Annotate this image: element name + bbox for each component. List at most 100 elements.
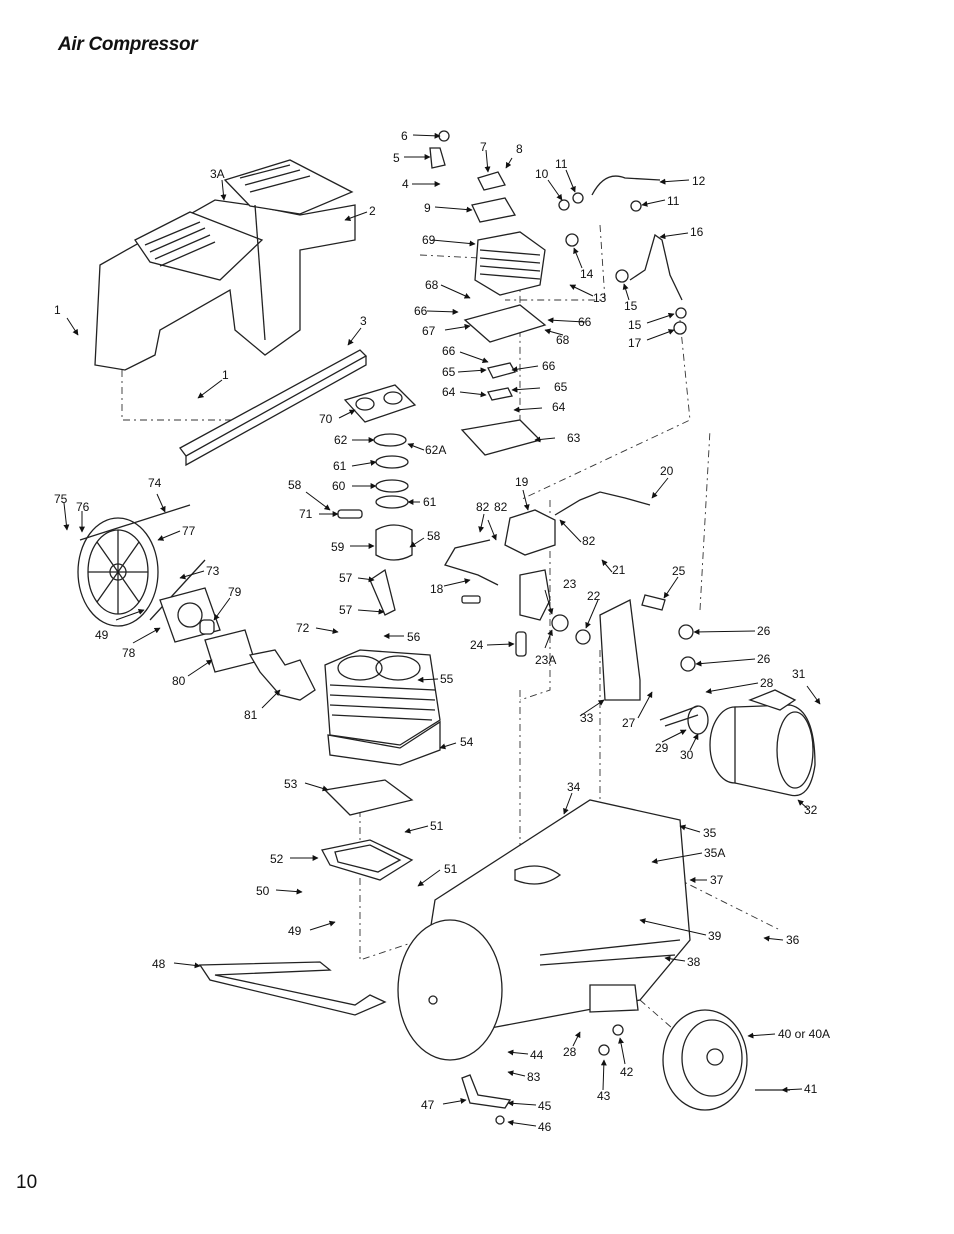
callout-68b: 68 <box>556 333 570 347</box>
callout-62: 62 <box>334 433 348 447</box>
callout-2: 2 <box>369 204 376 218</box>
callout-56: 56 <box>407 630 421 644</box>
crankcase-base <box>321 779 414 881</box>
callout-13: 13 <box>593 291 607 305</box>
callout-21: 21 <box>612 563 626 577</box>
callout-28a: 28 <box>760 676 774 690</box>
callout-76: 76 <box>76 500 90 514</box>
callout-62a: 62A <box>425 443 446 457</box>
callout-35: 35 <box>703 826 717 840</box>
callout-36: 36 <box>786 933 800 947</box>
callout-47: 47 <box>421 1098 435 1112</box>
callout-39: 39 <box>708 929 722 943</box>
callout-82a: 82 <box>476 500 490 514</box>
callout-16: 16 <box>690 225 704 239</box>
handle <box>198 961 387 1016</box>
page-number: 10 <box>16 1172 38 1193</box>
callout-1b: 1 <box>222 368 229 382</box>
callout-55: 55 <box>440 672 454 686</box>
callout-23a: 23A <box>535 653 556 667</box>
callout-19: 19 <box>515 475 529 489</box>
callout-32: 32 <box>804 803 818 817</box>
callout-72: 72 <box>296 621 310 635</box>
callout-24: 24 <box>470 638 484 652</box>
crankshaft <box>248 649 316 701</box>
leader-lines <box>63 132 821 1127</box>
callout-69: 69 <box>422 233 436 247</box>
callout-66d: 66 <box>542 359 556 373</box>
callout-52: 52 <box>270 852 284 866</box>
callout-82c: 82 <box>582 534 596 548</box>
callout-50: 50 <box>256 884 270 898</box>
motor <box>659 689 816 797</box>
callout-11b: 11 <box>667 194 680 208</box>
callout-78: 78 <box>122 646 136 660</box>
callout-3a: 3A <box>210 167 225 181</box>
callout-1a: 1 <box>54 303 61 317</box>
callout-48: 48 <box>152 957 166 971</box>
callout-3: 3 <box>360 314 367 328</box>
callout-4: 4 <box>402 177 409 191</box>
wheel <box>662 1009 790 1111</box>
callout-65a: 65 <box>442 365 456 379</box>
callout-42: 42 <box>620 1065 634 1079</box>
callout-82b: 82 <box>494 500 508 514</box>
callout-74: 74 <box>148 476 162 490</box>
callout-68a: 68 <box>425 278 439 292</box>
callout-20: 20 <box>660 464 674 478</box>
callout-67: 67 <box>422 324 436 338</box>
callout-66b: 66 <box>578 315 592 329</box>
page-title: Air Compressor <box>58 34 198 55</box>
callout-35a: 35A <box>704 846 725 860</box>
callout-34: 34 <box>567 780 581 794</box>
callout-45: 45 <box>538 1099 552 1113</box>
callout-10: 10 <box>535 167 549 181</box>
callout-38: 38 <box>687 955 701 969</box>
callout-28b: 28 <box>563 1045 577 1059</box>
callout-58a: 58 <box>288 478 302 492</box>
callout-58b: 58 <box>427 529 441 543</box>
callout-75: 75 <box>54 492 68 506</box>
tubes-and-fittings <box>558 175 687 335</box>
callout-8: 8 <box>516 142 523 156</box>
callout-51a: 51 <box>430 819 444 833</box>
bearing-plate <box>159 587 256 673</box>
base-rail <box>179 349 368 467</box>
callout-31: 31 <box>792 667 806 681</box>
callout-7: 7 <box>480 140 487 154</box>
callout-79: 79 <box>228 585 242 599</box>
callout-64b: 64 <box>552 400 566 414</box>
callout-12: 12 <box>692 174 706 188</box>
callout-14: 14 <box>580 267 594 281</box>
manifold <box>515 569 666 657</box>
callout-5: 5 <box>393 151 400 165</box>
callout-83: 83 <box>527 1070 541 1084</box>
callout-64a: 64 <box>442 385 456 399</box>
callout-9: 9 <box>424 201 431 215</box>
callout-66c: 66 <box>442 344 456 358</box>
callout-15b: 15 <box>628 318 642 332</box>
flywheel <box>77 504 206 627</box>
callout-65b: 65 <box>554 380 568 394</box>
valve-plate-stack <box>343 304 547 456</box>
callout-49b: 49 <box>288 924 302 938</box>
callout-27: 27 <box>622 716 636 730</box>
callout-54: 54 <box>460 735 474 749</box>
callout-6: 6 <box>401 129 408 143</box>
callout-61b: 61 <box>423 495 437 509</box>
callout-57a: 57 <box>339 571 353 585</box>
belt-guard-shroud <box>94 159 356 371</box>
callout-33: 33 <box>580 711 594 725</box>
callout-labels: 1 1 2 3 3A 4 5 6 7 8 9 10 11 11 12 13 14… <box>54 129 830 1134</box>
callout-11a: 11 <box>555 157 568 171</box>
cylinder-block <box>324 649 441 766</box>
callout-60: 60 <box>332 479 346 493</box>
callout-40: 40 or 40A <box>778 1027 830 1041</box>
callout-26a: 26 <box>757 624 771 638</box>
callout-51b: 51 <box>444 862 458 876</box>
callout-18: 18 <box>430 582 444 596</box>
callout-71: 71 <box>299 507 313 521</box>
callout-37: 37 <box>710 873 724 887</box>
callout-46: 46 <box>538 1120 552 1134</box>
